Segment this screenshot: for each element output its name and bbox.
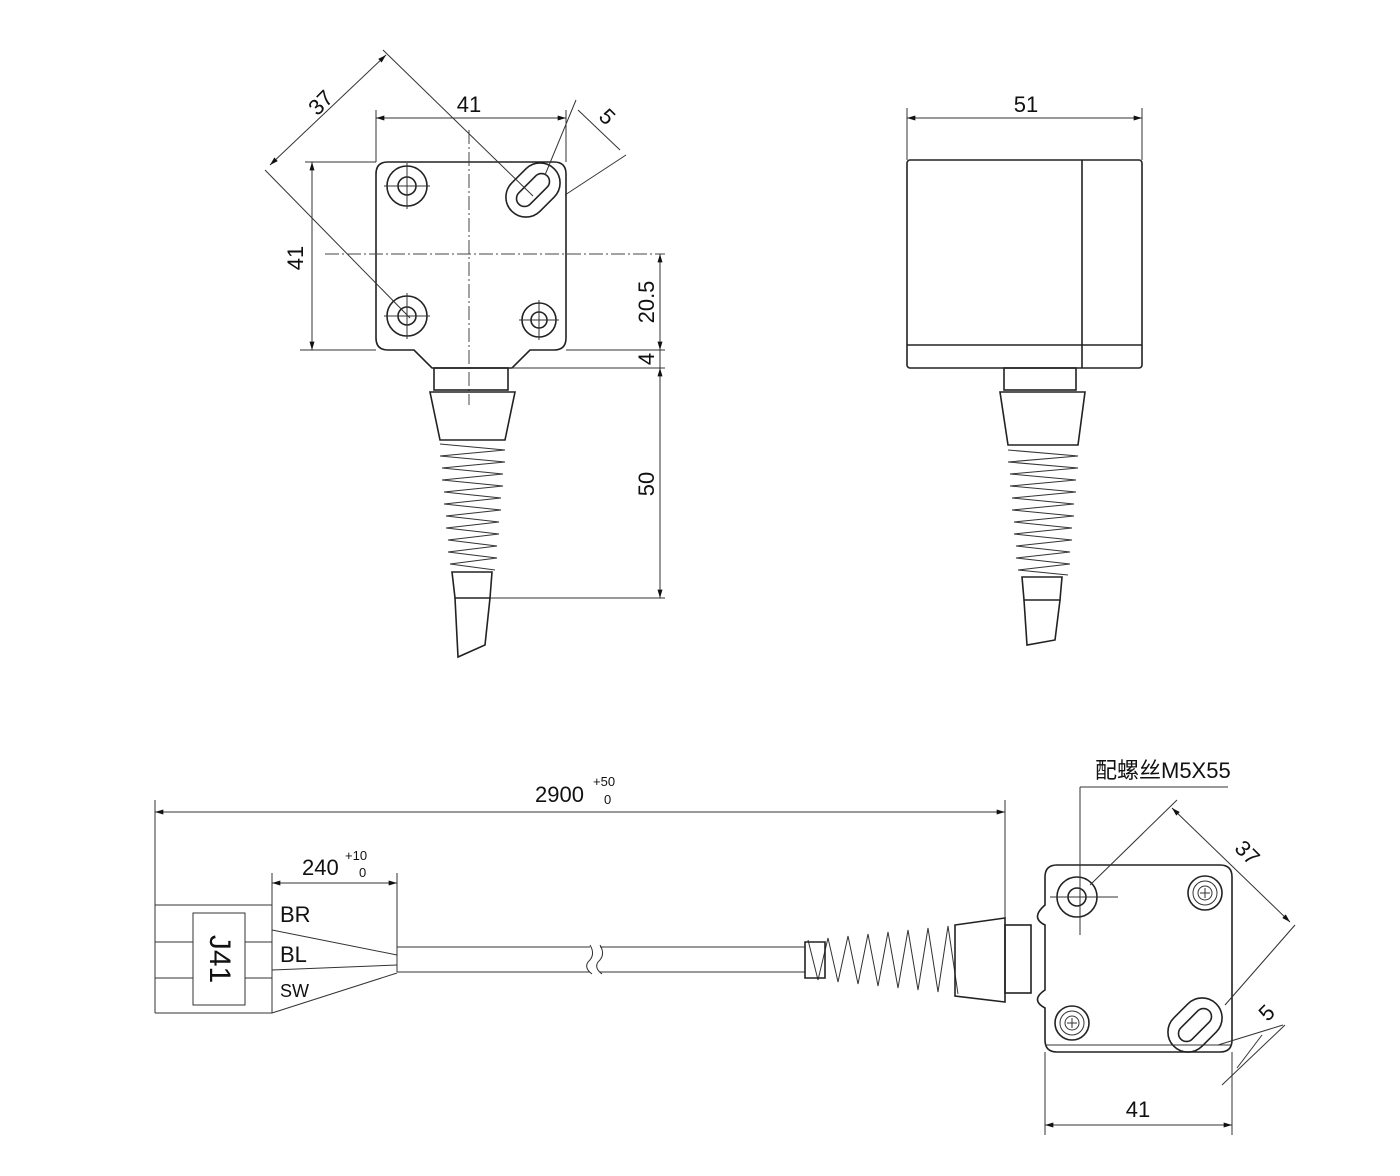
- spring-relief: [439, 443, 506, 571]
- dim-width-label: 41: [457, 92, 481, 117]
- dim-diag-label: 37: [1230, 835, 1265, 870]
- wire-label: BR: [280, 902, 311, 927]
- cable-gland: [433, 367, 509, 391]
- spring-relief: [807, 925, 959, 995]
- sensor-body: [906, 159, 1143, 369]
- connector-label: J41: [203, 935, 236, 983]
- dim-slot-label: 5: [594, 104, 620, 130]
- slot-hole: [1167, 997, 1223, 1053]
- wire-label: BL: [280, 942, 307, 967]
- lead-tol-lower: 0: [359, 865, 366, 880]
- screw-note: 配螺丝M5X55: [1095, 758, 1231, 783]
- screw-hole: [1050, 876, 1118, 918]
- lead-length-label: 240: [302, 855, 339, 880]
- dim-height-label: 41: [283, 246, 308, 270]
- top-view: 41 41 20.5 4 50 37 5: [264, 49, 665, 659]
- strain-relief-boot: [429, 391, 516, 441]
- lead-tol-upper: +10: [345, 848, 367, 863]
- strain-relief-boot: [954, 917, 1006, 1003]
- dim-width-label: 51: [1014, 92, 1038, 117]
- dim-gap-label: 4: [634, 353, 659, 365]
- mount-hole: [519, 300, 559, 340]
- mount-hole: [384, 293, 430, 339]
- dim-diag-label: 37: [303, 85, 338, 120]
- screw-head-icon: [1054, 1005, 1090, 1041]
- mount-hole: [384, 163, 430, 209]
- dim-width-label: 41: [1126, 1097, 1150, 1122]
- connector-j41: J41: [155, 904, 272, 1014]
- wire-label: SW: [280, 981, 309, 1001]
- dim-slot-label: 5: [1254, 1000, 1280, 1026]
- cable-tol-lower: 0: [604, 792, 611, 807]
- screw-head-icon: [1187, 875, 1223, 911]
- cable-length-label: 2900: [535, 782, 584, 807]
- assembly-view: 2900 +50 0 J41 BR BL SW 240 +10 0: [154, 758, 1296, 1135]
- side-view: 51: [906, 92, 1143, 646]
- cable-tol-upper: +50: [593, 774, 615, 789]
- cable: [397, 944, 805, 975]
- slot-hole: [505, 162, 561, 218]
- dim-center-label: 20.5: [634, 281, 659, 324]
- dim-boot-label: 50: [634, 472, 659, 496]
